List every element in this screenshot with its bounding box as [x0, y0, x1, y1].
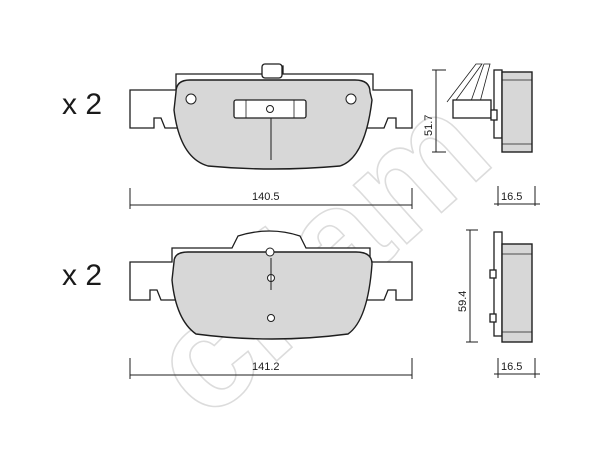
length-value-rear: 141.2: [252, 361, 280, 373]
height-dimension-front: 51.7: [423, 69, 446, 153]
thickness-dimension-front: 16.5: [494, 186, 540, 206]
side-view-rear: [489, 231, 533, 343]
mount-hole-right-front: [345, 93, 357, 105]
thickness-value-front: 16.5: [501, 191, 522, 203]
mount-hole-top-rear: [265, 247, 275, 257]
length-dimension-rear: 141.2: [129, 358, 413, 379]
quantity-label-front: x 2: [62, 88, 102, 121]
length-value-front: 140.5: [252, 191, 280, 203]
side-view-front: [446, 63, 533, 153]
mount-hole-left-front: [185, 93, 197, 105]
pad-set-front: x 2 140.5: [62, 63, 540, 209]
quantity-label-rear: x 2: [62, 259, 102, 292]
thickness-value-rear: 16.5: [501, 361, 522, 373]
friction-pad-front: [173, 79, 373, 170]
side-pin-top-rear: [489, 269, 497, 279]
lower-hole-rear: [267, 314, 275, 322]
length-dimension-front: 140.5: [129, 188, 413, 209]
side-pin-front: [490, 109, 498, 121]
thickness-dimension-rear: 16.5: [494, 358, 540, 378]
height-dimension-rear: 59.4: [457, 229, 478, 343]
side-backing-plate-front: [493, 69, 503, 139]
height-value-rear: 59.4: [457, 291, 469, 312]
plate-tab-front: [261, 63, 283, 79]
sensor-hole-front: [266, 105, 274, 113]
side-friction-front: [501, 71, 533, 153]
friction-pad-rear: [171, 251, 373, 340]
height-value-front: 51.7: [423, 115, 435, 136]
side-friction-rear: [501, 243, 533, 343]
spring-clip-front: [452, 99, 492, 119]
side-pin-bottom-rear: [489, 313, 497, 323]
pad-set-rear: x 2 141.2: [62, 229, 540, 379]
